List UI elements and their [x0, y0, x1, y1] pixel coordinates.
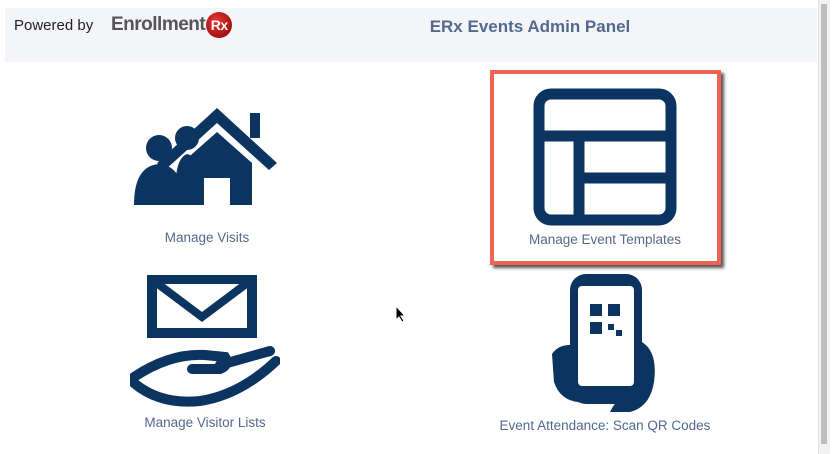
people-house-icon: [134, 108, 277, 205]
layout-template-icon: [533, 88, 677, 226]
manage-visitor-lists-tile[interactable]: Manage Visitor Lists: [105, 275, 305, 430]
phone-qr-icon: [552, 274, 655, 412]
manage-visits-tile[interactable]: Manage Visits: [107, 108, 307, 245]
tile-label: Manage Event Templates: [528, 232, 682, 247]
manage-event-templates-tile[interactable]: Manage Event Templates: [505, 88, 705, 247]
scan-qr-codes-tile[interactable]: Event Attendance: Scan QR Codes: [475, 272, 735, 433]
tile-label: Event Attendance: Scan QR Codes: [499, 418, 711, 433]
envelope-hand-icon: [130, 275, 280, 407]
powered-by-label: Powered by: [14, 17, 94, 34]
page-title: ERx Events Admin Panel: [429, 17, 631, 36]
tile-label: Manage Visits: [164, 230, 250, 245]
selection-highlight: [490, 70, 721, 265]
mouse-cursor-icon: [395, 305, 407, 323]
header: [5, 8, 817, 62]
tile-label: Manage Visitor Lists: [144, 415, 266, 430]
scrollbar-thumb[interactable]: [821, 4, 827, 444]
